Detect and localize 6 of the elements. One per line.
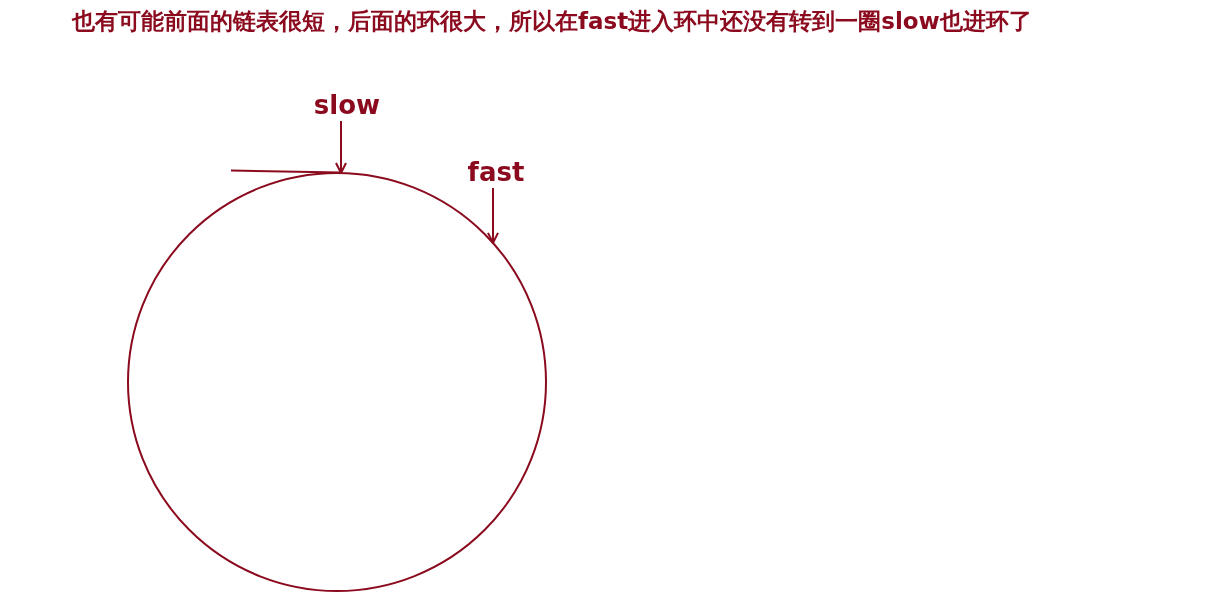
title: 也有可能前面的链表很短，后面的环很大，所以在fast进入环中还没有转到一圈slow也进环了: [72, 7, 1032, 36]
arrow: [335, 120, 347, 175]
pointer-label: fast: [467, 157, 525, 187]
line: [230, 169, 341, 174]
arrow: [487, 187, 499, 244]
pointer-label: slow: [313, 90, 381, 120]
